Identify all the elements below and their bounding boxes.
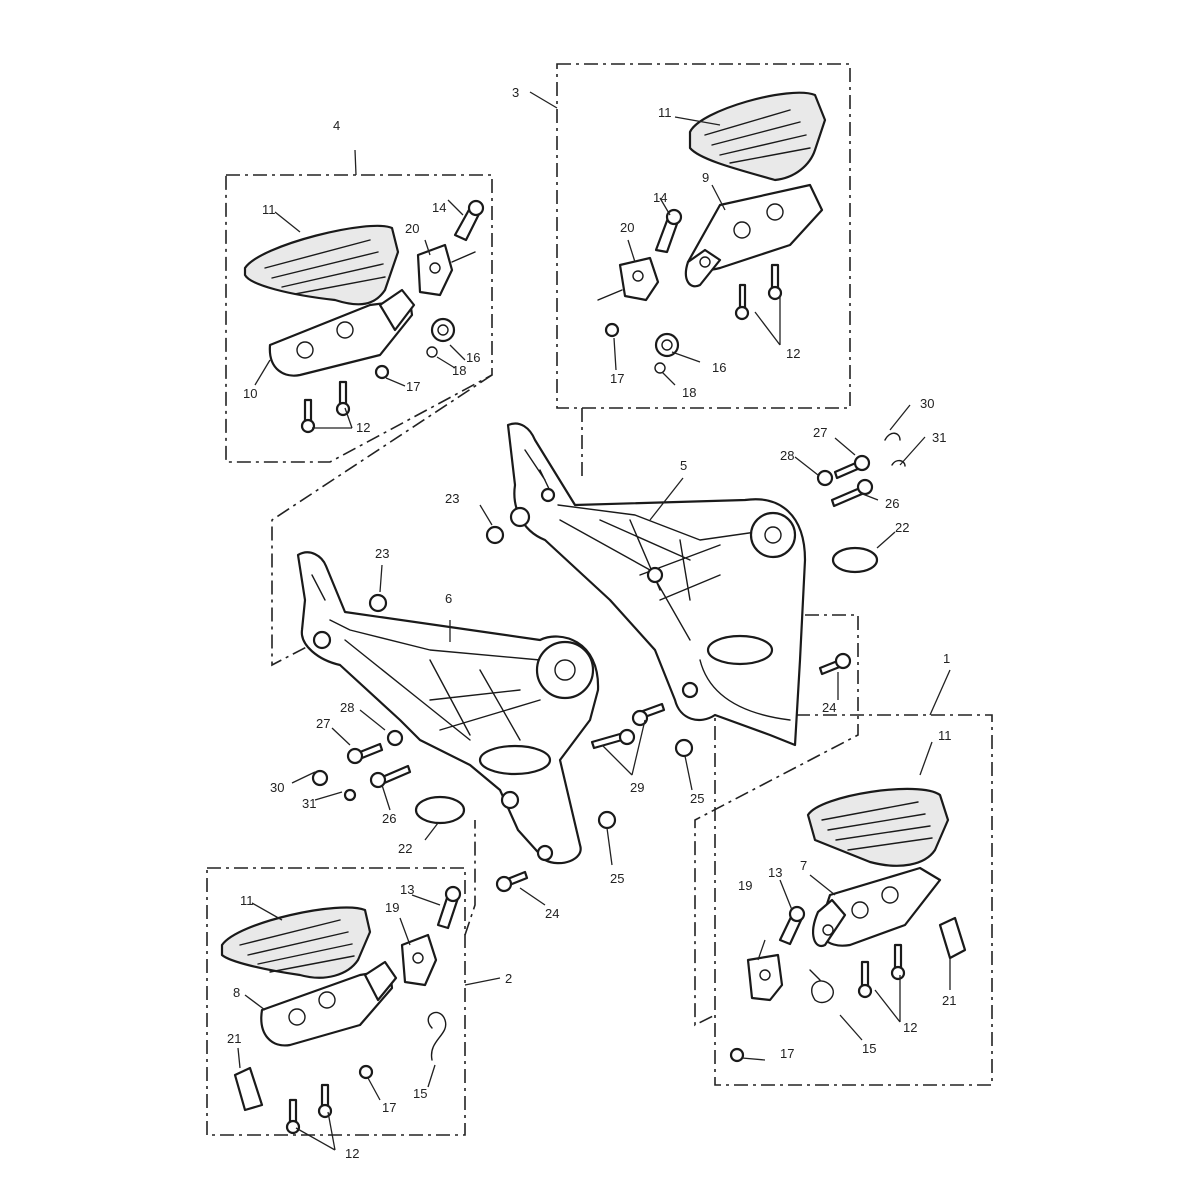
assembly-group-1-outline bbox=[694, 614, 993, 1086]
callout-14-b: 14 bbox=[653, 190, 667, 205]
assembly-group-4-outline bbox=[225, 174, 493, 667]
pivot-block-20-top-right bbox=[597, 256, 660, 302]
callout-22-b: 22 bbox=[398, 841, 412, 856]
pivot-pin-14-left bbox=[453, 199, 485, 242]
rubber-stops-21 bbox=[233, 916, 967, 1112]
callout-13-b: 13 bbox=[768, 865, 782, 880]
callout-27-b: 27 bbox=[316, 716, 330, 731]
pivot-pin-13-right bbox=[778, 905, 806, 946]
callout-19-a: 19 bbox=[738, 878, 752, 893]
callout-9: 9 bbox=[702, 170, 709, 185]
callout-20-a: 20 bbox=[620, 220, 634, 235]
pivot-pin-13-left bbox=[436, 885, 462, 930]
callout-30-a: 30 bbox=[920, 396, 934, 411]
callout-11-c: 11 bbox=[938, 728, 952, 743]
callout-26-a: 26 bbox=[885, 496, 899, 511]
callout-19-b: 19 bbox=[385, 900, 399, 915]
footrest-7 bbox=[812, 866, 942, 948]
callout-8: 8 bbox=[233, 985, 240, 1000]
bolts-12 bbox=[285, 263, 906, 1135]
callout-17-a: 17 bbox=[406, 379, 420, 394]
assembly-group-3-outline bbox=[556, 63, 851, 480]
callout-21-a: 21 bbox=[942, 993, 956, 1008]
pivot-block-20-top-left bbox=[416, 243, 476, 297]
nuts-23-25 bbox=[368, 525, 694, 830]
callout-31-a: 31 bbox=[932, 430, 946, 445]
footrest-10 bbox=[268, 288, 416, 377]
callout-1: 1 bbox=[943, 651, 950, 666]
callout-23-a: 23 bbox=[445, 491, 459, 506]
callout-16-a: 16 bbox=[466, 350, 480, 365]
footrest-9 bbox=[684, 183, 824, 288]
callout-26-b: 26 bbox=[382, 811, 396, 826]
pivot-block-19-bottom-left bbox=[400, 933, 438, 987]
washers-17-18 bbox=[358, 322, 745, 1080]
callout-12-c: 12 bbox=[903, 1020, 917, 1035]
callout-17-c: 17 bbox=[780, 1046, 794, 1061]
callout-3: 3 bbox=[512, 85, 519, 100]
callout-18-b: 18 bbox=[682, 385, 696, 400]
callout-20-b: 20 bbox=[405, 221, 419, 236]
footrest-rubber-top-left bbox=[243, 224, 400, 306]
callout-23-b: 23 bbox=[375, 546, 389, 561]
pivot-pin-14-right bbox=[654, 208, 683, 254]
callout-25-a: 25 bbox=[690, 791, 704, 806]
callout-17-b: 17 bbox=[610, 371, 624, 386]
callout-14-a: 14 bbox=[432, 200, 446, 215]
callout-7: 7 bbox=[800, 858, 807, 873]
springs-15-16 bbox=[427, 317, 834, 1061]
callout-labels: 4 3 1 2 5 6 7 8 9 10 11 11 11 11 12 12 1… bbox=[227, 85, 956, 1161]
callout-24-b: 24 bbox=[545, 906, 559, 921]
callout-18-a: 18 bbox=[452, 363, 466, 378]
callout-15-b: 15 bbox=[413, 1086, 427, 1101]
callout-29: 29 bbox=[630, 780, 644, 795]
footrest-rubber-top-right bbox=[688, 91, 827, 182]
right-footrest-bracket bbox=[506, 422, 807, 747]
callout-24-a: 24 bbox=[822, 700, 836, 715]
footrest-rubber-bottom-left bbox=[220, 906, 372, 979]
footrest-rubber-bottom-right bbox=[806, 787, 950, 867]
left-footrest-bracket bbox=[296, 551, 600, 865]
callout-12-b: 12 bbox=[356, 420, 370, 435]
callout-11-a: 11 bbox=[658, 105, 672, 120]
callout-2: 2 bbox=[505, 971, 512, 986]
leader-lines bbox=[237, 91, 951, 1151]
pivot-block-19-bottom-right bbox=[746, 953, 784, 1002]
callout-25-b: 25 bbox=[610, 871, 624, 886]
callout-11-b: 11 bbox=[262, 202, 276, 217]
bolts-24-26-27-29 bbox=[346, 454, 874, 893]
footrest-8 bbox=[260, 960, 398, 1047]
callout-31-b: 31 bbox=[302, 796, 316, 811]
callout-28-a: 28 bbox=[780, 448, 794, 463]
callout-22-a: 22 bbox=[895, 520, 909, 535]
callout-11-d: 11 bbox=[240, 893, 254, 908]
callout-12-d: 12 bbox=[345, 1146, 359, 1161]
callout-5: 5 bbox=[680, 458, 687, 473]
callout-16-b: 16 bbox=[712, 360, 726, 375]
washers-28-30-31 bbox=[311, 432, 906, 802]
callout-27-a: 27 bbox=[813, 425, 827, 440]
callout-28-b: 28 bbox=[340, 700, 354, 715]
callout-6: 6 bbox=[445, 591, 452, 606]
callout-30-b: 30 bbox=[270, 780, 284, 795]
callout-17-d: 17 bbox=[382, 1100, 396, 1115]
callout-13-a: 13 bbox=[400, 882, 414, 897]
callout-10: 10 bbox=[243, 386, 257, 401]
callout-15-a: 15 bbox=[862, 1041, 876, 1056]
callout-21-b: 21 bbox=[227, 1031, 241, 1046]
assembly-group-2-outline bbox=[206, 820, 476, 1136]
callout-4: 4 bbox=[333, 118, 340, 133]
callout-12-a: 12 bbox=[786, 346, 800, 361]
o-rings-22 bbox=[414, 546, 879, 825]
